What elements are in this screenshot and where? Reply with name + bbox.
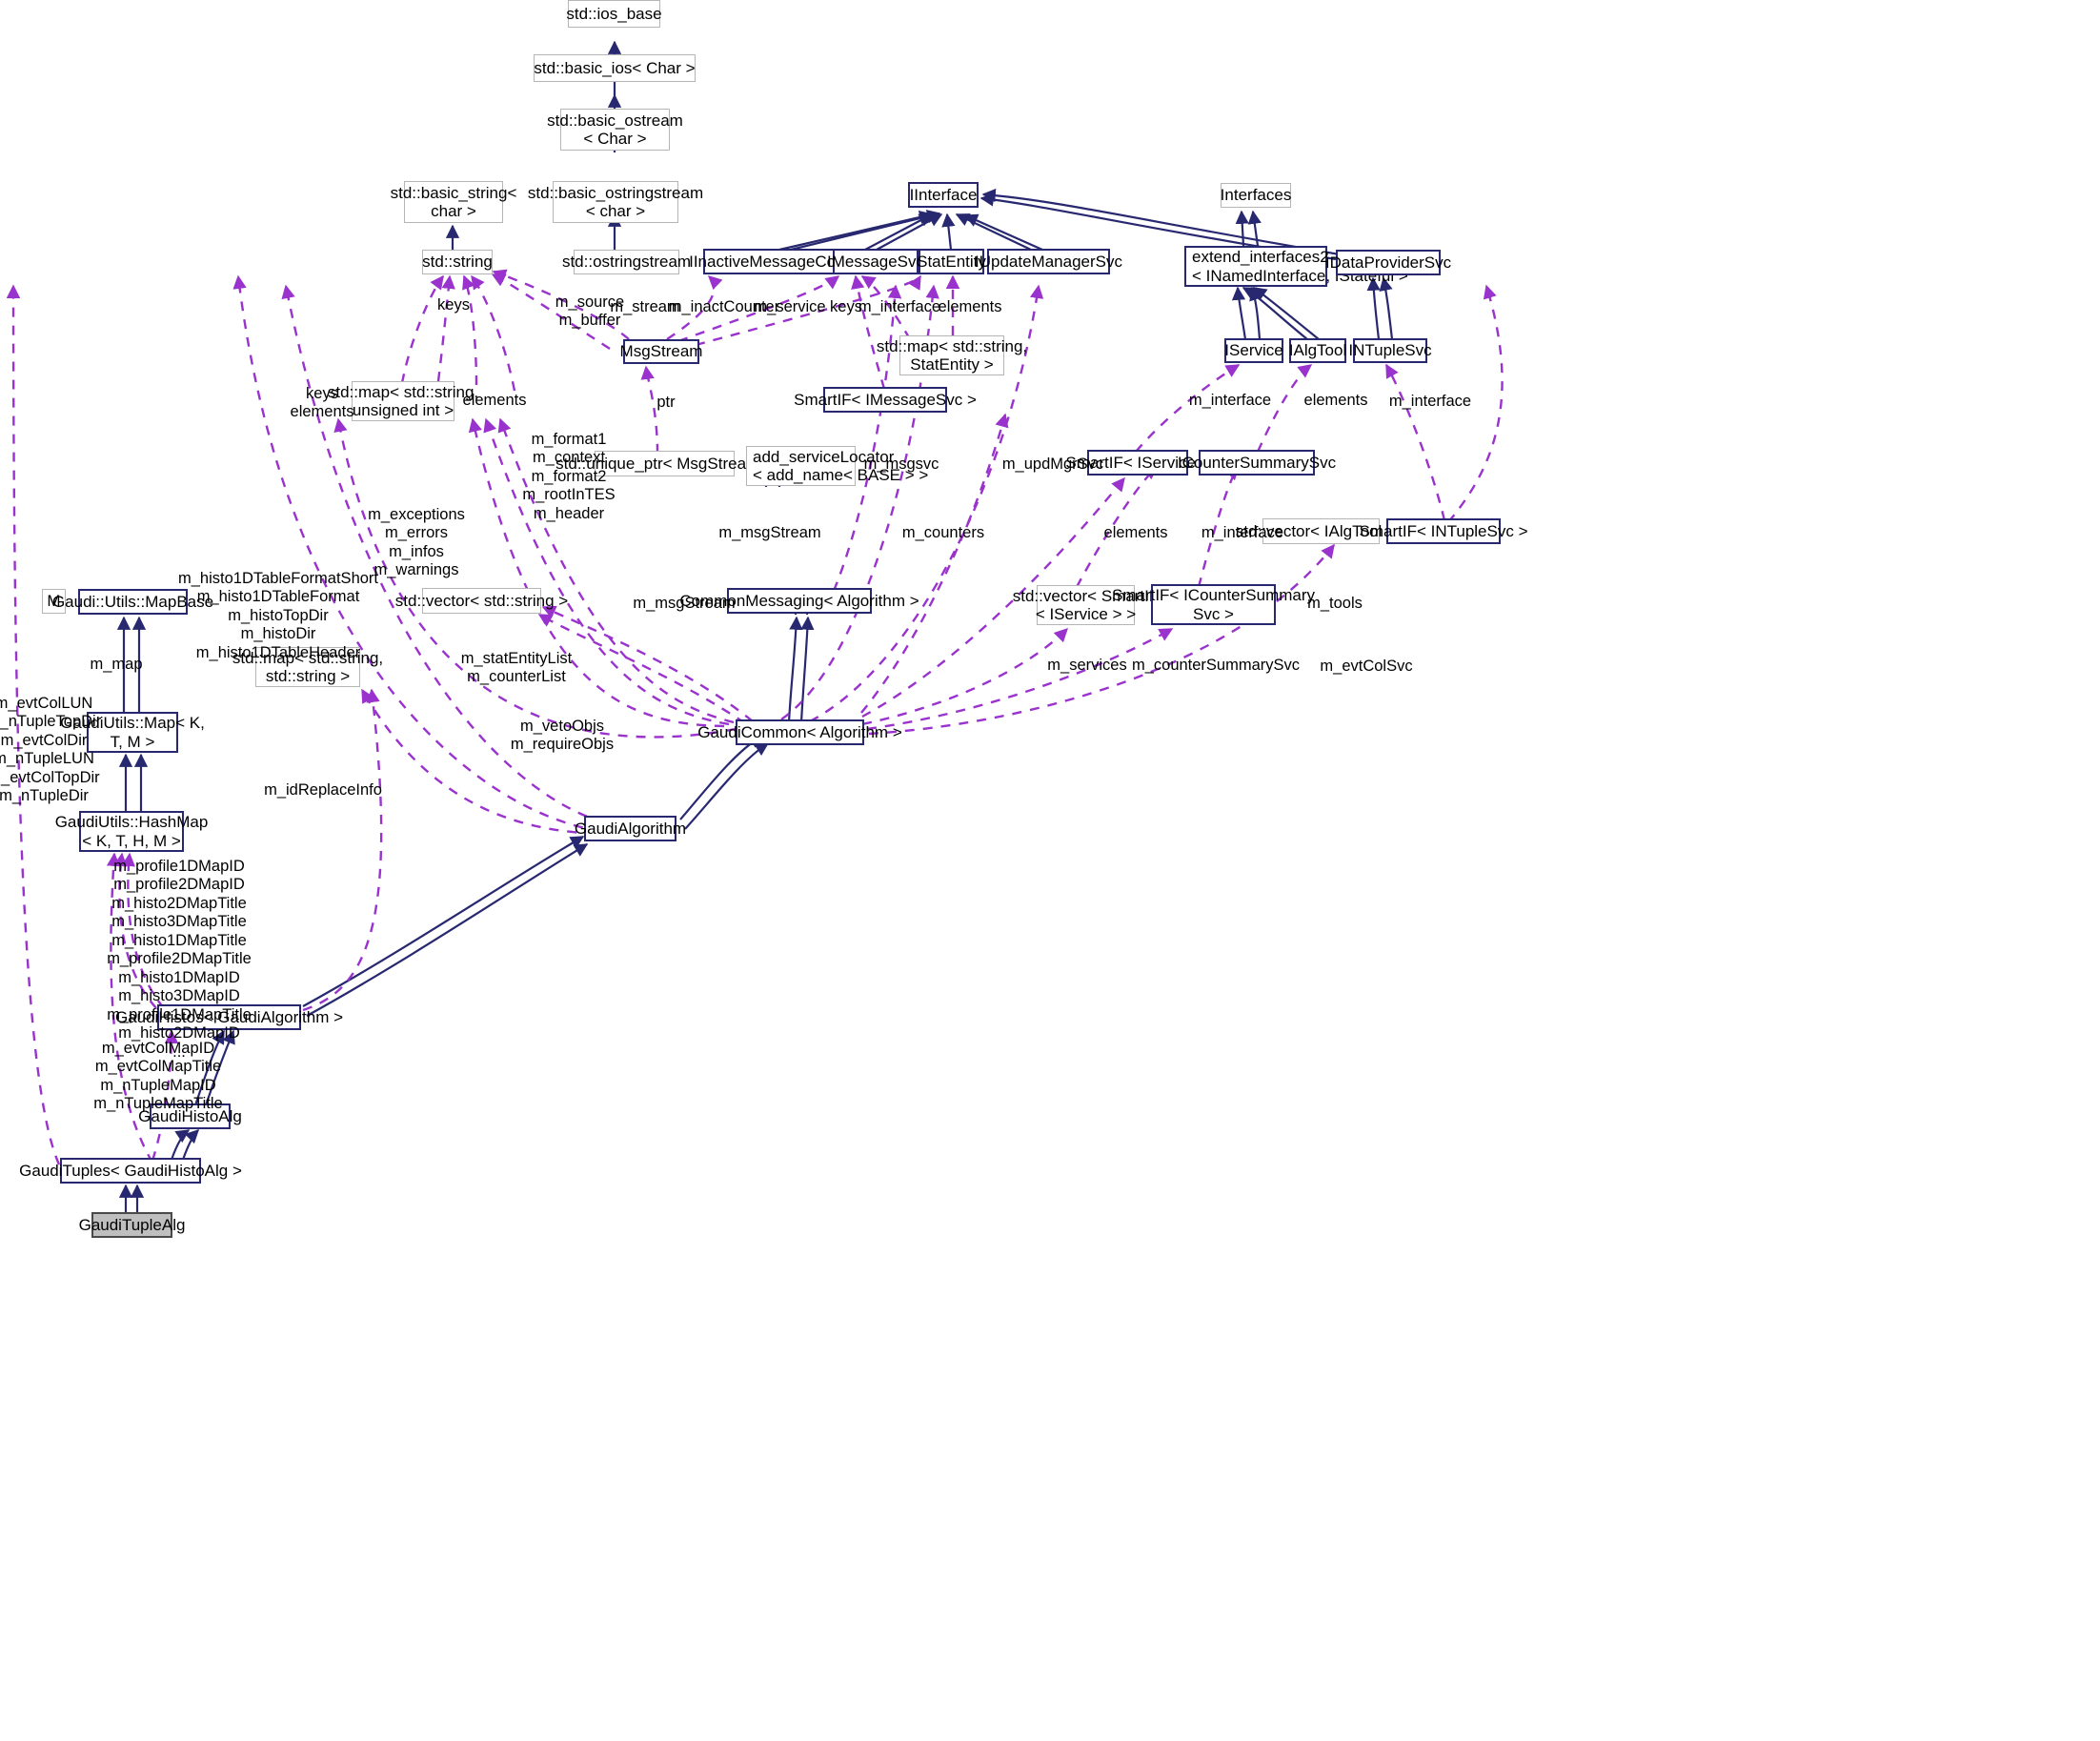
edge-label-m-countersummarysvc: m_counterSummarySvc [1131,657,1301,674]
edge-label-m-tools: m_tools [1307,595,1363,612]
node-std-basic-ostringstream[interactable]: std::basic_ostringstream < char > [528,181,703,223]
edge-label-m-exceptions-block: m_exceptions m_errors m_infos m_warnings [368,506,465,579]
node-gaudiutils-hashmap[interactable]: GaudiUtils::HashMap < K, T, H, M > [55,811,208,852]
node-std-basic-ostream[interactable]: std::basic_ostream < Char > [547,109,683,151]
edge-label-m-vetoobjs-block: m_vetoObjs m_requireObjs [510,718,615,754]
edge-label-m-evtcollun-block: m_evtColLUN m_nTupleTopDir m_evtColDir m… [0,695,102,805]
node-unique-ptr-msgstream[interactable]: std::unique_ptr< MsgStream > [555,451,774,476]
node-vector-string[interactable]: std::vector< std::string > [395,588,568,614]
edge-label-m-profile-block: m_profile1DMapID m_profile2DMapID m_hist… [107,858,252,1061]
node-std-ostringstream[interactable]: std::ostringstream [562,250,691,274]
node-std-ios-base[interactable]: std::ios_base [566,0,662,28]
edge-label-m-evtcolmapid-block: m_evtColMapID m_evtColMapTitle m_nTupleM… [93,1040,223,1113]
node-smartif-intuplesvc[interactable]: SmartIF< INTupleSvc > [1360,518,1528,544]
node-commonmessaging-algorithm[interactable]: CommonMessaging< Algorithm > [679,588,919,614]
edge-label-m-interface-counter: m_interface [1201,524,1284,541]
node-extend-interfaces2[interactable]: extend_interfaces2 < INamedInterface, IS… [1184,246,1408,287]
edge-label-elements-smartif: elements [1103,524,1168,541]
edge-label-elements-map: elements [462,392,527,409]
edge-label-m-source-m-buffer: m_source m_buffer [555,294,625,330]
node-std-basic-string-char[interactable]: std::basic_string< char > [391,181,516,223]
node-iupdatemanagersvc[interactable]: IUpdateManagerSvc [975,249,1122,274]
node-std-basic-ios[interactable]: std::basic_ios< Char > [534,54,696,82]
node-ialgtool[interactable]: IAlgTool [1289,338,1346,363]
node-gauditüples-gaudihistoalg[interactable]: GaudiTuples< GaudiHistoAlg > [19,1158,242,1184]
edge-label-ptr: ptr [656,394,676,411]
node-add-servicelocator[interactable]: add_serviceLocator < add_name< BASE > > [746,446,928,486]
node-iinterface[interactable]: IInterface [908,182,979,208]
node-vector-ialgtool-ptr[interactable]: std::vector< IAlgTool * > [1236,518,1406,544]
edge-label-m-evtcolsvc: m_evtColSvc [1320,658,1413,675]
edge-label-m-service: m_service [754,298,826,315]
node-idataprovidersvc[interactable]: IDataProviderSvc [1325,250,1451,275]
edge-label-keys-elements: keys elements [290,385,354,421]
node-gaudi-utils-mapbase[interactable]: Gaudi::Utils::MapBase [52,589,213,615]
edge-label-m-interface-imessagesvc: m_interface [858,298,941,315]
edge-label-elements-ialgtool: elements [1303,392,1368,409]
edge-label-m-statentitylist-block: m_statEntityList m_counterList [460,650,573,686]
edge-label-m-interface-intuplesvc: m_interface [1388,393,1472,410]
node-iservice[interactable]: IService [1224,338,1283,363]
edge-label-m-inactcounter: m_inactCounter [668,298,780,315]
node-gaudicommon-algorithm[interactable]: GaudiCommon< Algorithm > [697,719,902,745]
node-gaudihistoalg[interactable]: GaudiHistoAlg [138,1103,242,1129]
edge-label-elements-statentity: elements [938,298,1002,315]
edge-label-m-format-block: m_format1 m_context m_format2 m_rootInTE… [522,431,616,522]
node-gaudituplealg[interactable]: GaudiTupleAlg [79,1212,185,1238]
node-std-string[interactable]: std::string [422,250,493,274]
node-map-string-unsigned-int[interactable]: std::map< std::string, unsigned int > [327,381,479,421]
edge-label-m-msgsvc: m_msgsvc [863,455,939,473]
node-interfaces[interactable]: Interfaces [1221,183,1291,208]
node-msgstream[interactable]: MsgStream [620,339,702,364]
edge-label-m-counters: m_counters [901,524,985,541]
node-smartif-icountersummarysvc[interactable]: SmartIF< ICounterSummary Svc > [1112,584,1315,625]
edge-label-m-msgstream-common: m_msgStream [633,595,736,612]
node-map-string-statentity[interactable]: std::map< std::string, StatEntity > [876,335,1028,375]
node-intuplesvc[interactable]: INTupleSvc [1348,338,1432,363]
node-gaudiutils-map[interactable]: GaudiUtils::Map< K, T, M > [60,712,205,753]
edge-label-m-map: m_map [90,656,143,673]
edge-label-m-stream: m_stream [610,298,680,315]
edge-label-m-histo-format-block: m_histo1DTableFormatShort m_histo1DTable… [177,570,379,661]
node-gaudialgorithm[interactable]: GaudiAlgorithm [575,816,686,841]
node-m[interactable]: M [42,589,66,614]
edge-label-m-idreplaceinfo: m_idReplaceInfo [264,781,382,799]
node-icountersummarysvc[interactable]: ICounterSummarySvc [1178,450,1336,476]
edge-label-keys-msgmap: keys [437,296,470,314]
node-statentity[interactable]: StatEntity [917,249,986,274]
edge-label-m-interface-iservice: m_interface [1188,392,1272,409]
node-iinactivemessagecounter[interactable]: IInactiveMessageCounter [689,249,873,274]
node-smartif-imessagesvc[interactable]: SmartIF< IMessageSvc > [794,387,977,413]
edge-label-keys-statentity: keys [830,298,862,315]
edge-label-m-msgstream-unique: m_msgStream [718,524,821,541]
node-imessagesvc[interactable]: IMessageSvc [827,249,924,274]
edge-label-m-updmgrsvc: m_updMgrSvc [1001,455,1104,473]
edge-label-m-services: m_services [1047,657,1127,674]
